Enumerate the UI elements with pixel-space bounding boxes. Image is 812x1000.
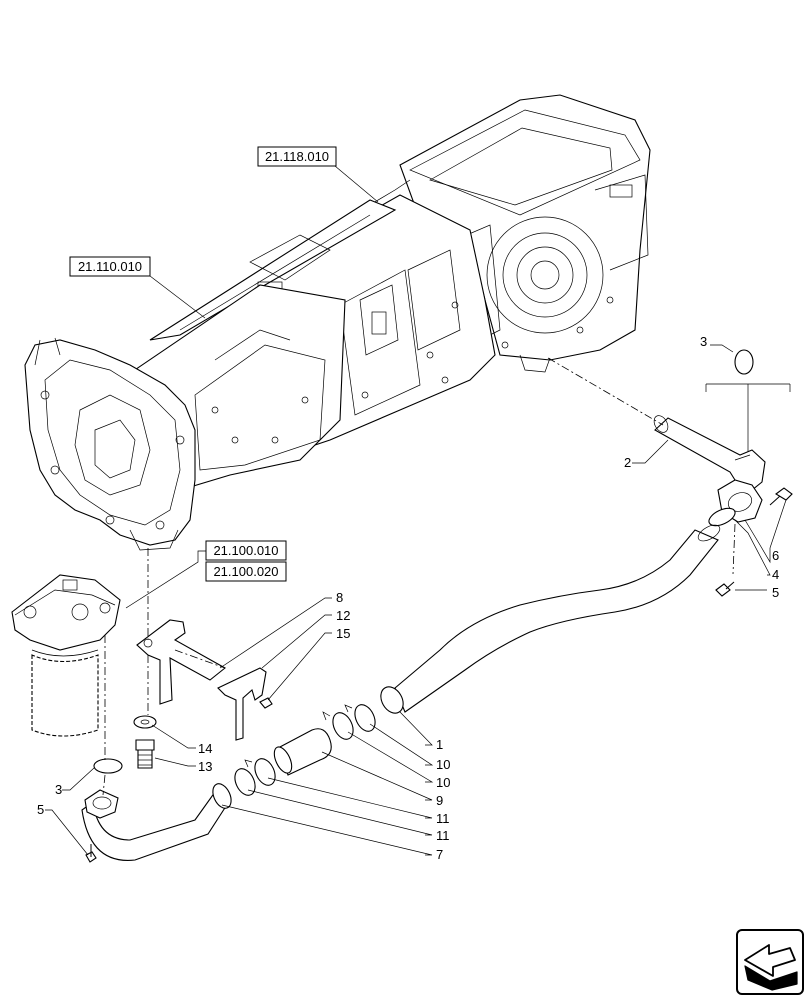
callout-5: 5	[37, 802, 44, 817]
reference-label: 21.100.010	[213, 543, 278, 558]
callout-11: 11	[436, 811, 450, 826]
bolt-6	[769, 487, 793, 506]
callout-6: 6	[772, 548, 779, 563]
bolt-5-left	[85, 844, 97, 863]
callout-9: 9	[436, 793, 443, 808]
callout-3: 3	[55, 782, 62, 797]
callout-10: 10	[436, 775, 450, 790]
callout-13: 13	[198, 759, 212, 774]
callout-8: 8	[336, 590, 343, 605]
seal-ring-4	[708, 507, 736, 527]
reference-21-118-010[interactable]: 21.118.010	[257, 146, 337, 167]
callout-4: 4	[772, 567, 779, 582]
callout-14: 14	[198, 741, 212, 756]
return-arrow-icon[interactable]	[736, 929, 804, 995]
bolt-13	[135, 739, 155, 769]
bolt-5-right	[715, 581, 735, 597]
transmission-housing	[24, 94, 651, 551]
callout-numbers: 3 2 6 4 5 1 10 10 9 11 11 7 8 12 15 14 1…	[37, 334, 779, 862]
hose-9	[273, 728, 332, 776]
bracket-8	[136, 619, 226, 705]
reference-label: 21.118.010	[265, 149, 329, 164]
callout-10: 10	[436, 757, 450, 772]
reference-21-100-010[interactable]: 21.100.010	[205, 540, 287, 561]
washer-14	[133, 715, 157, 729]
o-ring-3-upper	[734, 349, 754, 375]
callout-7: 7	[436, 847, 443, 862]
screw-15	[259, 697, 273, 709]
reference-21-110-010[interactable]: 21.110.010	[69, 256, 151, 277]
callout-1: 1	[436, 737, 443, 752]
clamp-11b	[234, 768, 256, 796]
callout-12: 12	[336, 608, 350, 623]
clamp-10a	[344, 704, 376, 732]
callout-3: 3	[700, 334, 707, 349]
reference-label: 21.100.020	[213, 564, 278, 579]
callout-5: 5	[772, 585, 779, 600]
o-ring-3-lower	[93, 758, 123, 774]
center-lines	[102, 357, 736, 796]
leader-lines	[45, 439, 787, 856]
callout-2: 2	[624, 455, 631, 470]
clamp-10b	[322, 711, 354, 740]
filter-assembly	[11, 574, 121, 737]
reference-label: 21.110.010	[78, 259, 142, 274]
callout-15: 15	[336, 626, 350, 641]
reference-21-100-020[interactable]: 21.100.020	[205, 561, 287, 582]
bent-pipe-7	[81, 783, 232, 861]
callout-11: 11	[436, 828, 450, 843]
long-pipe-1	[380, 524, 721, 714]
bracket-12	[217, 667, 267, 741]
